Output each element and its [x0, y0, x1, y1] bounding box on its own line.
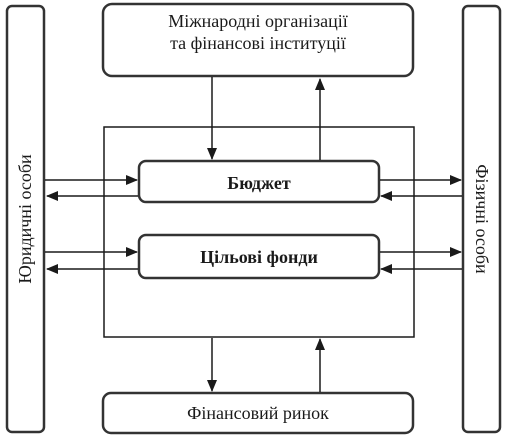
budget-box — [137, 159, 381, 204]
legal-entities-column — [5, 4, 46, 434]
central-frame — [103, 126, 415, 338]
international-organizations-line1: Міжнародні організації — [168, 11, 348, 31]
budget-label: Бюджет — [227, 173, 291, 193]
financial-market-box — [101, 391, 415, 435]
international-organizations-line2: та фінансові інституції — [170, 33, 346, 53]
legal-entities-label: Юридичні особи — [15, 154, 35, 284]
target-funds-box — [137, 233, 381, 280]
international-organizations-label: Міжнародні організації та фінансові інст… — [103, 10, 413, 54]
international-organizations-box — [101, 2, 415, 78]
individuals-column — [461, 4, 502, 434]
individuals-label: Фізичні особи — [472, 164, 492, 274]
target-funds-label: Цільові фонди — [200, 247, 318, 267]
financial-market-label: Фінансовий ринок — [187, 403, 329, 423]
